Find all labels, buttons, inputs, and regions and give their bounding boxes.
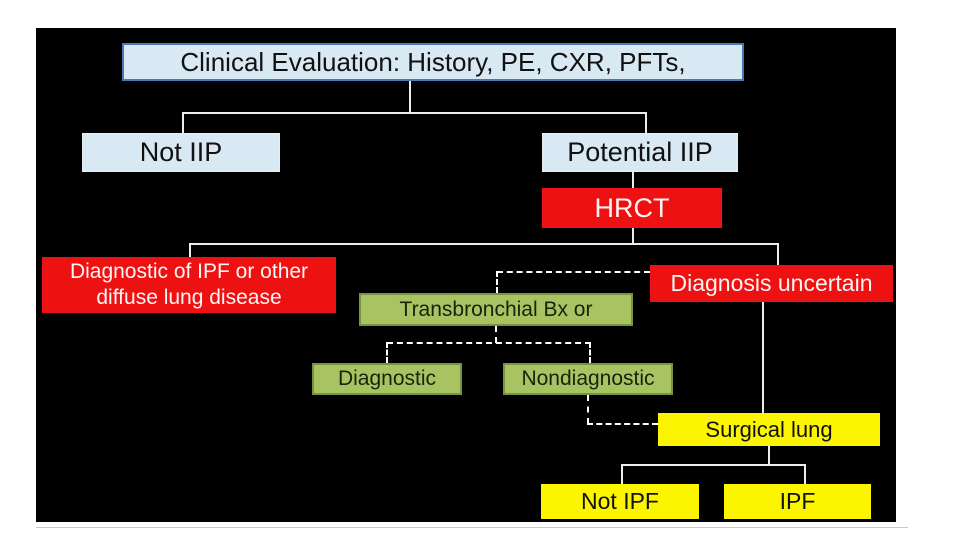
edge-to-not-iip (182, 112, 184, 134)
edge-to-diagnostic-ipf (189, 243, 191, 258)
node-clinical-evaluation: Clinical Evaluation: History, PE, CXR, P… (122, 43, 744, 81)
node-nondiagnostic: Nondiagnostic (503, 363, 673, 395)
edge-hrct-split (189, 243, 779, 245)
node-not-iip: Not IIP (82, 133, 280, 172)
dashed-nondiagnostic-down (587, 395, 589, 424)
node-diagnostic-ipf: Diagnostic of IPF or other diffuse lung … (42, 257, 336, 313)
dashed-uncertain-to-transbronchial-h (497, 271, 650, 273)
edge-surgical-down (768, 446, 770, 465)
edge-to-not-ipf (621, 464, 623, 484)
node-not-ipf: Not IPF (541, 484, 699, 519)
node-diagnostic: Diagnostic (312, 363, 462, 395)
node-diagnosis-uncertain: Diagnosis uncertain (650, 265, 893, 302)
node-potential-iip: Potential IIP (542, 133, 738, 172)
node-surgical-lung: Surgical lung (658, 413, 880, 446)
edge-to-ipf (804, 464, 806, 484)
dashed-to-diagnostic (386, 342, 388, 363)
edge-hrct-down (632, 228, 634, 244)
edge-clinical-down (409, 81, 411, 113)
node-hrct: HRCT (542, 188, 722, 228)
node-transbronchial-bx: Transbronchial Bx or (359, 293, 633, 326)
dashed-transbronchial-down (495, 326, 497, 343)
edge-potential-to-hrct (632, 172, 634, 189)
edge-to-diagnosis-uncertain (777, 243, 779, 266)
slide-bottom-edge (36, 527, 908, 528)
dashed-transbronchial-split (387, 342, 591, 344)
dashed-to-nondiagnostic (589, 342, 591, 363)
edge-uncertain-to-surgical (762, 302, 764, 414)
node-ipf: IPF (724, 484, 871, 519)
edge-surgical-split (621, 464, 806, 466)
edge-to-potential-iip (645, 112, 647, 134)
edge-clinical-split (182, 112, 647, 114)
dashed-to-surgical-lung (587, 423, 658, 425)
dashed-uncertain-to-transbronchial-v (496, 271, 498, 293)
